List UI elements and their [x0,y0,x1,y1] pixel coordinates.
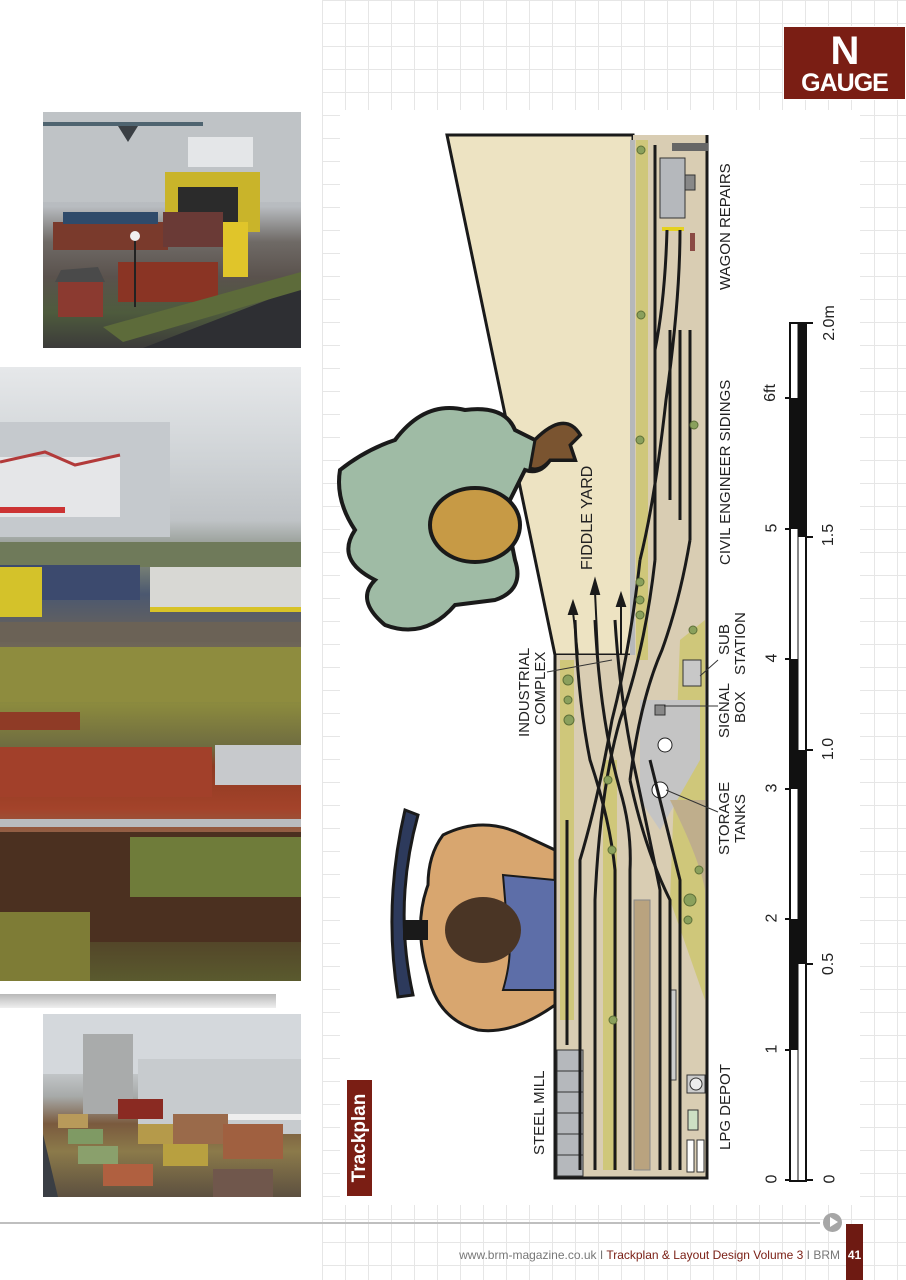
label-lpg-depot: LPG DEPOT [717,1064,734,1150]
label-industrial-complex-2: COMPLEX [532,651,549,725]
badge-line-1: N [830,29,860,73]
footer-divider [0,1222,820,1224]
wagon-repair-photo [43,112,301,348]
scale-m-1-0: 1.0 [820,737,838,761]
badge-line-2: GAUGE [801,69,889,97]
gauge-badge: N GAUGE [783,26,906,100]
scale-ft-0: 0 [763,1174,781,1184]
scale-ft-4: 4 [763,653,781,663]
footer-brand: BRM [813,1248,840,1262]
label-wagon-repairs: WAGON REPAIRS [717,163,734,290]
page-number: 41 [846,1224,863,1280]
scale-ft-6: 6ft [761,384,779,402]
scale-m-2-0: 2.0m [820,305,838,341]
label-industrial-complex-1: INDUSTRIAL [516,647,533,737]
sidings-photo [43,1014,301,1197]
label-storage-tanks-1: STORAGE [716,781,733,855]
section-tab-trackplan: Trackplan [347,1080,372,1196]
label-fiddle-yard: FIDDLE YARD [579,465,596,570]
scale-m-0-5: 0.5 [820,952,838,976]
photo-shadow [0,994,276,1008]
footer-url[interactable]: www.brm-magazine.co.uk [459,1248,597,1262]
footer-separator: I [596,1248,607,1262]
scale-m-0: 0 [821,1174,839,1184]
label-sub-station-2: STATION [732,612,749,675]
footer-publication-title: Trackplan & Layout Design Volume 3 [606,1248,804,1262]
footer-credit: www.brm-magazine.co.uk I Trackplan & Lay… [459,1248,840,1262]
scale-ft-2: 2 [763,913,781,923]
section-tab-label: Trackplan [348,1093,370,1183]
scale-ft-1: 1 [763,1044,781,1054]
label-civil-engineer-sidings: CIVIL ENGINEER SIDINGS [717,379,734,565]
next-page-arrow-icon[interactable] [823,1213,842,1232]
scale-ft-3: 3 [763,783,781,793]
operator-figure-blue [390,807,557,1033]
footer-separator: I [803,1248,814,1262]
label-steel-mill: STEEL MILL [531,1070,548,1155]
scale-bar [785,322,813,1182]
label-storage-tanks-2: TANKS [732,794,749,843]
trackplan-diagram [445,133,719,1180]
label-signal-box-1: SIGNAL [716,682,733,738]
industrial-bridge-photo [0,367,301,981]
label-sub-station-1: SUB [716,624,733,655]
label-signal-box-2: BOX [732,691,749,723]
operator-figure-green [337,406,583,632]
scale-m-1-5: 1.5 [820,523,838,547]
scale-ft-5: 5 [763,523,781,533]
